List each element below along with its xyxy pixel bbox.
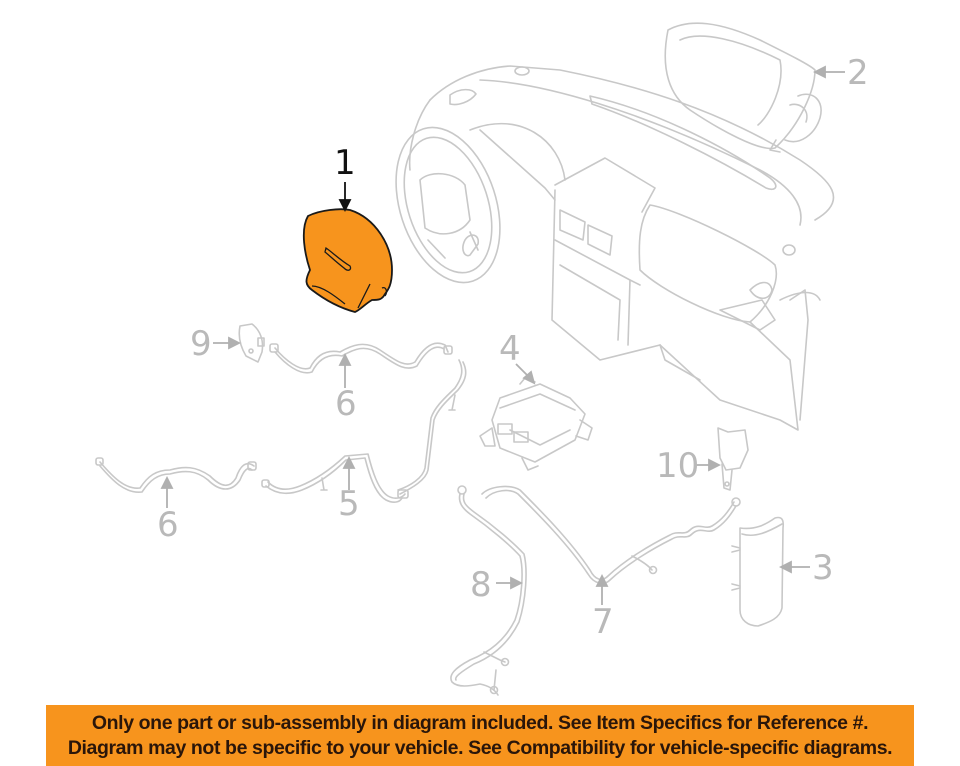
callout-7[interactable]: 7 — [592, 602, 614, 642]
callout-3[interactable]: 3 — [812, 548, 834, 588]
wire-harness-8-illustration — [450, 485, 527, 696]
wire-harness-6-upper-illustration — [269, 342, 467, 495]
disclaimer-line-2: Diagram may not be specific to your vehi… — [67, 736, 893, 759]
driver-airbag-module-illustration[interactable] — [302, 208, 393, 313]
callout-9[interactable]: 9 — [190, 324, 212, 364]
callout-8[interactable]: 8 — [470, 565, 492, 605]
bracket-illustration — [238, 323, 265, 363]
callout-6-upper[interactable]: 6 — [335, 384, 357, 424]
dashboard-illustration — [395, 65, 835, 431]
callout-4[interactable]: 4 — [499, 329, 521, 369]
wire-harness-6-lower-illustration — [95, 457, 257, 493]
passenger-airbag-illustration — [664, 22, 822, 153]
callout-6-lower[interactable]: 6 — [157, 505, 179, 545]
impact-sensor-illustration — [717, 427, 749, 491]
disclaimer-line-1: Only one part or sub-assembly in diagram… — [91, 711, 869, 734]
disclaimer-banner: Only one part or sub-assembly in diagram… — [46, 705, 914, 766]
wire-harness-5-illustration — [261, 453, 409, 503]
callout-arrows — [160, 65, 845, 605]
callout-2[interactable]: 2 — [847, 53, 869, 93]
airbag-control-module-illustration — [479, 377, 593, 471]
callout-10[interactable]: 10 — [656, 446, 700, 486]
wire-harness-7-illustration — [481, 485, 741, 585]
side-airbag-illustration — [731, 516, 785, 627]
callout-arrow-1 — [338, 182, 352, 213]
callout-1[interactable]: 1 — [334, 143, 356, 183]
callout-5[interactable]: 5 — [338, 484, 360, 524]
